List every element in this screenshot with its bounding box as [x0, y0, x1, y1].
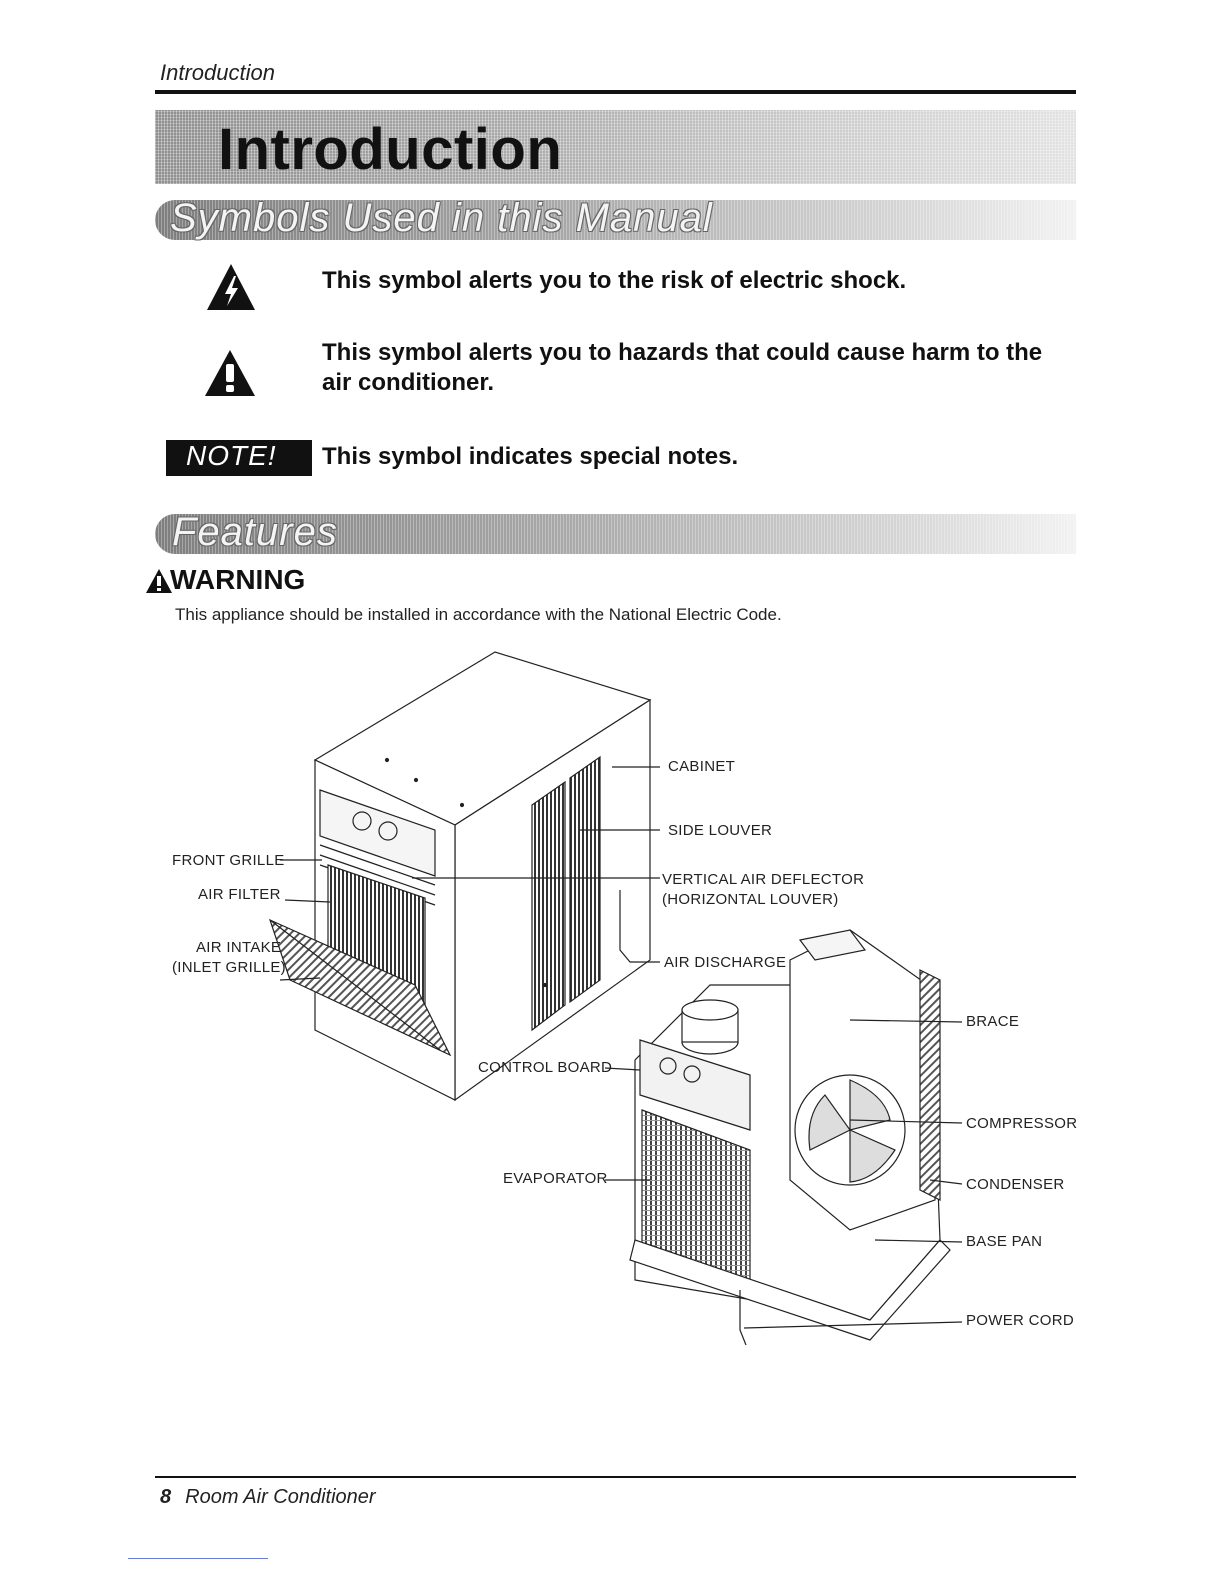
page-number: 8	[160, 1486, 172, 1508]
bottom-link-line	[128, 1558, 268, 1559]
header-rule	[155, 90, 1076, 94]
label-horizontal-louver: (HORIZONTAL LOUVER)	[662, 891, 839, 908]
features-banner	[155, 514, 1076, 554]
label-cabinet: CABINET	[668, 758, 736, 775]
footer-title: Room Air Conditioner	[185, 1486, 376, 1508]
label-inlet-grille: (INLET GRILLE)	[172, 959, 286, 976]
intro-banner	[155, 110, 1076, 184]
symbol-text-caution: This symbol alerts you to hazards that c…	[322, 339, 1043, 396]
label-evaporator: EVAPORATOR	[503, 1170, 608, 1187]
warning-title: WARNING	[170, 564, 306, 595]
symbol-text-note: This symbol indicates special notes.	[322, 443, 739, 470]
running-header: Introduction	[160, 60, 275, 85]
note-badge-label: NOTE!	[186, 440, 277, 471]
label-vertical-air-deflector: VERTICAL AIR DEFLECTOR	[662, 871, 865, 888]
footer: 8 Room Air Conditioner	[160, 1486, 376, 1509]
label-control-board: CONTROL BOARD	[478, 1059, 613, 1076]
warning-icon	[146, 569, 172, 593]
label-power-cord: POWER CORD	[966, 1312, 1074, 1329]
label-side-louver: SIDE LOUVER	[668, 822, 773, 839]
label-brace: BRACE	[966, 1013, 1020, 1030]
label-front-grille: FRONT GRILLE	[172, 852, 285, 869]
page-title: Introduction	[218, 117, 563, 182]
warning-text: This appliance should be installed in ac…	[175, 605, 782, 624]
caution-exclamation-icon	[205, 350, 255, 396]
label-air-filter: AIR FILTER	[198, 886, 281, 903]
symbol-text-electric-shock: This symbol alerts you to the risk of el…	[322, 267, 907, 294]
footer-rule	[155, 1476, 1076, 1478]
electric-shock-warning-icon	[207, 264, 255, 310]
note-badge	[166, 440, 312, 476]
label-air-discharge: AIR DISCHARGE	[664, 954, 787, 971]
air-conditioner-diagram	[268, 651, 963, 1346]
label-condenser: CONDENSER	[966, 1176, 1065, 1193]
label-base-pan: BASE PAN	[966, 1233, 1043, 1250]
symbols-banner	[155, 200, 1076, 240]
symbols-heading: Symbols Used in this Manual	[170, 196, 713, 240]
label-air-intake: AIR INTAKE	[196, 939, 282, 956]
features-heading: Features	[172, 510, 338, 554]
label-compressor: COMPRESSOR	[966, 1115, 1078, 1132]
